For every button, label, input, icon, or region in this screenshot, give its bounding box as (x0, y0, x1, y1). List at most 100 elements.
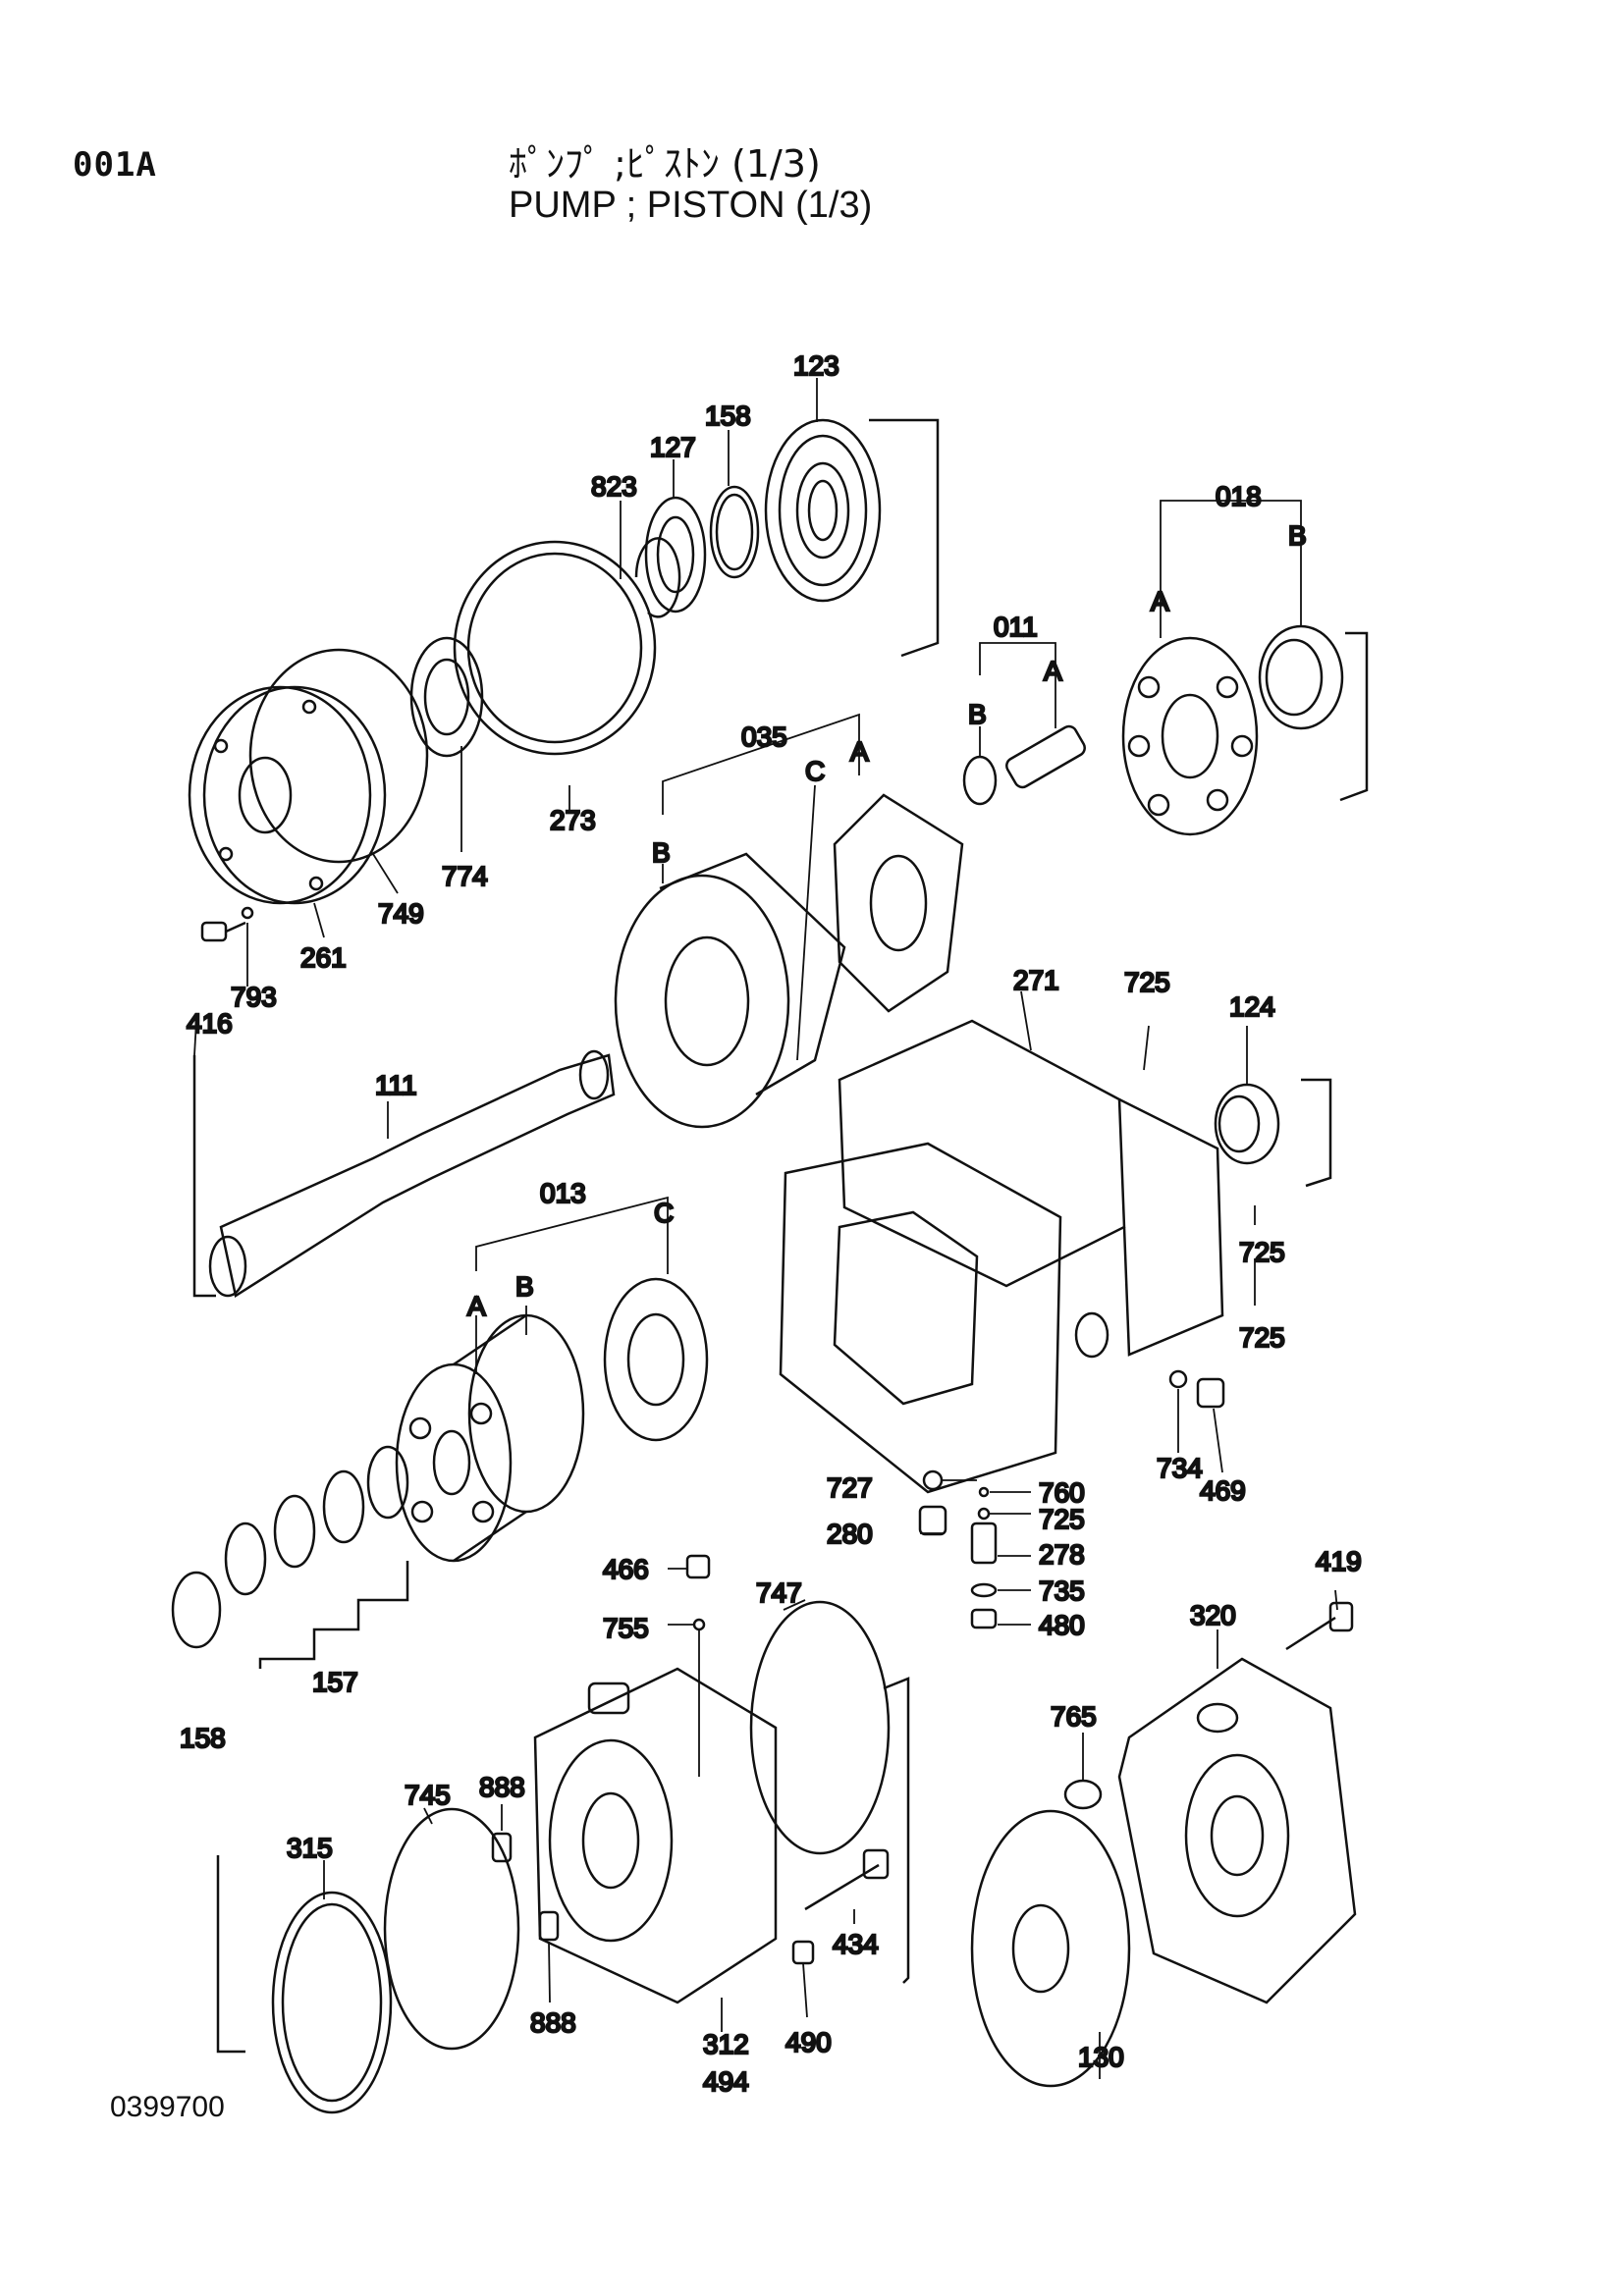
bracket-111 (192, 1055, 216, 1298)
part-774-oil-seal (409, 636, 484, 758)
label-419: 419 (1316, 1546, 1362, 1576)
label-130: 130 (1078, 2042, 1124, 2072)
label-312: 312 (703, 2029, 749, 2059)
part-280-plug (918, 1505, 947, 1536)
part-123-bearing (764, 418, 882, 603)
label-018-a: A (1151, 586, 1169, 616)
leader-lines (193, 378, 1338, 2079)
label-755: 755 (603, 1613, 649, 1643)
part-124-bushing (1214, 1083, 1280, 1165)
part-434-bolt (804, 1848, 890, 1911)
label-725-top: 725 (1124, 967, 1170, 997)
part-130-thrust-plate (970, 1809, 1131, 2088)
bracket-157 (258, 1561, 409, 1669)
label-494: 494 (703, 2066, 749, 2097)
bracket-018 (1339, 631, 1369, 802)
part-035-swash-body (614, 852, 846, 1129)
part-765-o-ring (1063, 1779, 1103, 1810)
part-158-shim (709, 485, 760, 579)
part-127-spacer (644, 496, 707, 614)
label-018-b: B (1288, 520, 1307, 551)
label-747: 747 (756, 1577, 802, 1608)
label-765: 765 (1051, 1701, 1097, 1732)
title-english: PUMP ; PISTON (1/3) (509, 185, 873, 226)
label-035-c: C (805, 756, 825, 786)
part-013-valve-plate (603, 1277, 709, 1442)
part-490-plug (791, 1940, 815, 1965)
part-278-valve-stack (970, 1486, 998, 1629)
part-035-cradle (833, 793, 964, 1013)
part-745-o-ring (383, 1807, 520, 2051)
bracket-130 (883, 1677, 910, 1984)
part-734-o-ring (1168, 1369, 1188, 1389)
label-035: 035 (741, 721, 787, 752)
label-035-b: B (652, 837, 671, 868)
label-013-b: B (515, 1271, 534, 1302)
part-261-cover (188, 685, 387, 905)
label-158-upper: 158 (705, 400, 751, 431)
label-013-c: C (654, 1198, 674, 1228)
label-111: 111 (375, 1070, 417, 1100)
label-320: 320 (1190, 1600, 1236, 1630)
label-315: 315 (287, 1833, 333, 1863)
page-code: 001A (73, 145, 157, 185)
label-735: 735 (1039, 1575, 1085, 1606)
label-011-b: B (968, 699, 987, 729)
label-490: 490 (785, 2027, 832, 2057)
label-158-lower: 158 (180, 1723, 226, 1753)
part-793-washer (241, 906, 254, 920)
label-157: 157 (312, 1667, 358, 1697)
label-774: 774 (442, 861, 488, 891)
label-793: 793 (231, 982, 277, 1012)
label-124: 124 (1229, 991, 1275, 1022)
label-725-mid: 725 (1239, 1237, 1285, 1267)
part-018-retainer-plate (1121, 636, 1259, 836)
label-123: 123 (793, 350, 839, 381)
label-273: 273 (550, 805, 596, 835)
label-760: 760 (1039, 1477, 1085, 1508)
label-888-lower: 888 (530, 2007, 576, 2038)
part-749-o-ring (248, 648, 429, 864)
label-727: 727 (827, 1472, 873, 1503)
part-466-plug (685, 1554, 711, 1579)
label-416: 416 (187, 1008, 233, 1039)
bracket-315 (216, 1855, 245, 2054)
document-number: 0399700 (110, 2091, 225, 2123)
part-320-rear-cover (1117, 1657, 1357, 2004)
part-271-pump-casing (779, 1019, 1224, 1494)
part-747-o-ring (749, 1600, 891, 1855)
label-734: 734 (1157, 1453, 1203, 1483)
label-013-a: A (467, 1291, 486, 1321)
label-271: 271 (1013, 965, 1059, 995)
part-013-cylinder-block (395, 1313, 585, 1563)
label-011: 011 (994, 612, 1038, 642)
label-469: 469 (1200, 1475, 1246, 1506)
label-480: 480 (1039, 1610, 1085, 1640)
label-823: 823 (591, 471, 637, 502)
label-745: 745 (405, 1780, 451, 1810)
part-888-pin-upper (491, 1832, 513, 1863)
label-278: 278 (1039, 1539, 1085, 1570)
label-888-upper: 888 (479, 1772, 525, 1802)
label-013: 013 (540, 1178, 586, 1208)
label-725-valve: 725 (1039, 1504, 1085, 1534)
part-158-shim-lower (171, 1571, 222, 1649)
part-312-valve-block (533, 1667, 778, 2004)
label-261: 261 (300, 942, 347, 973)
part-823-snap-ring (634, 537, 681, 618)
part-157-shims (224, 1445, 409, 1596)
part-011-piston (962, 724, 1086, 806)
part-273-ring (453, 540, 657, 756)
label-011-a: A (1044, 656, 1062, 686)
label-725-low: 725 (1239, 1322, 1285, 1353)
label-434: 434 (833, 1929, 879, 1959)
part-888-pin-lower (538, 1910, 560, 1942)
bracket-124 (1301, 1078, 1332, 1188)
part-419-bolt (1285, 1601, 1354, 1651)
part-755-o-ring (692, 1618, 706, 1631)
label-035-a: A (850, 736, 869, 767)
title-japanese: ﾎﾟﾝﾌﾟ ;ﾋﾟｽﾄﾝ (1/3) (509, 142, 821, 186)
part-469-plug (1196, 1377, 1225, 1409)
label-749: 749 (378, 898, 424, 929)
